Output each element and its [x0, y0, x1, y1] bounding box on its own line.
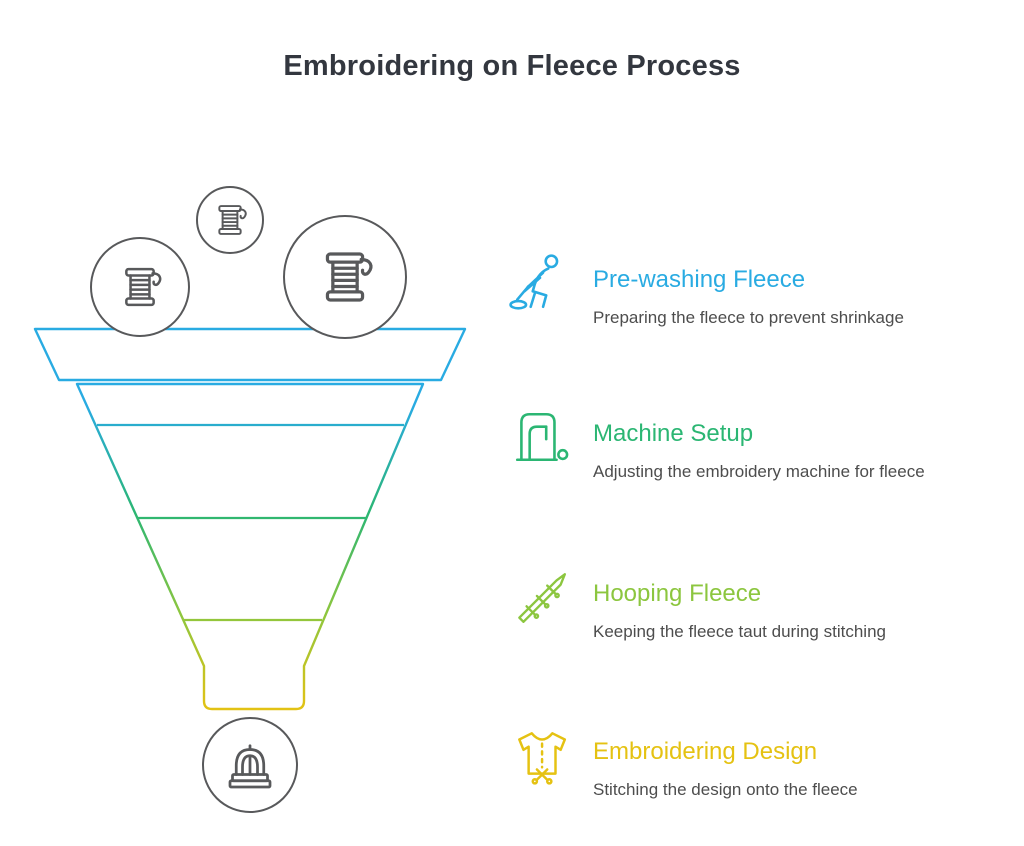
result-circle [202, 717, 298, 813]
funnel-cone [75, 382, 425, 711]
page-title: Embroidering on Fleece Process [283, 50, 741, 82]
step-text: Hooping Fleece Keeping the fleece taut d… [593, 564, 886, 642]
step-description: Keeping the fleece taut during stitching [593, 621, 886, 641]
funnel-diagram [20, 160, 490, 840]
step-title: Machine Setup [593, 420, 754, 447]
step-description: Stitching the design onto the fleece [593, 779, 858, 799]
spool-circle-small [196, 186, 264, 254]
step-pre-washing-fleece: Pre-washing Fleece Preparing the fleece … [505, 250, 995, 328]
spool-circle-right [283, 215, 407, 339]
step-description: Preparing the fleece to prevent shrinkag… [593, 307, 904, 327]
sewing-machine-icon [505, 404, 575, 470]
step-text: Machine Setup Adjusting the embroidery m… [593, 404, 925, 482]
step-text: Pre-washing Fleece Preparing the fleece … [593, 250, 904, 328]
funnel-rim [33, 327, 467, 382]
step-hooping-fleece: Hooping Fleece Keeping the fleece taut d… [505, 564, 995, 642]
step-embroidering-design: Embroidering Design Stitching the design… [505, 722, 995, 800]
step-machine-setup: Machine Setup Adjusting the embroidery m… [505, 404, 995, 482]
shirt-scissors-icon [505, 722, 575, 788]
person-washing-icon [505, 250, 575, 316]
hooping-needle-icon [505, 564, 575, 630]
step-text: Embroidering Design Stitching the design… [593, 722, 858, 800]
step-title: Embroidering Design [593, 738, 818, 765]
step-title: Hooping Fleece [593, 580, 762, 607]
funnel-svg [33, 186, 467, 813]
step-description: Adjusting the embroidery machine for fle… [593, 461, 925, 481]
spool-circle-left [90, 237, 190, 337]
step-title: Pre-washing Fleece [593, 266, 806, 293]
